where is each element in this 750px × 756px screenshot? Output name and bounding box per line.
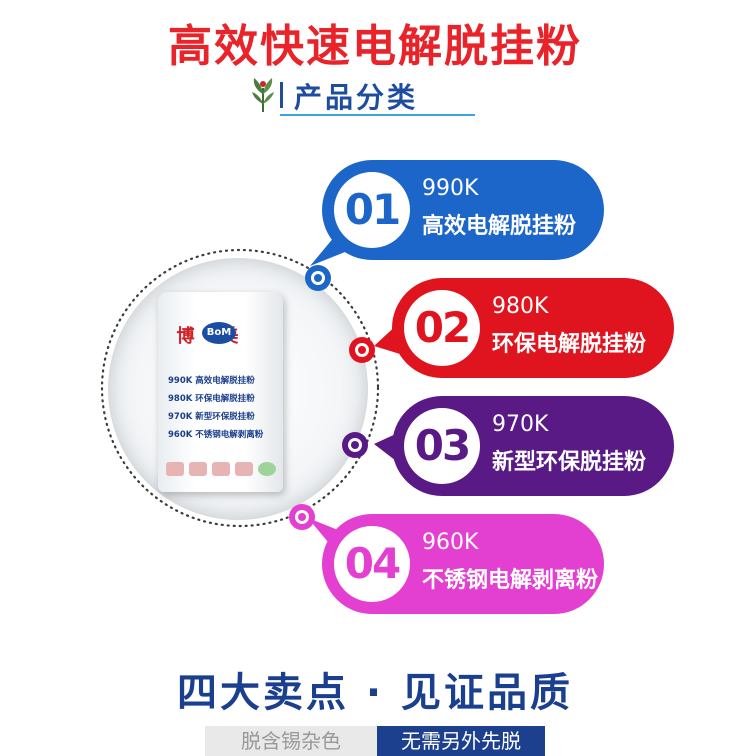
section-header: 产品分类 (248, 74, 508, 118)
product-name: 不锈钢电解剥离粉 (422, 568, 599, 593)
bag-footer-marks (166, 462, 276, 476)
connector-dot-01 (305, 265, 331, 291)
selling-point-chip: 脱含锡杂色 (205, 726, 377, 756)
plant-emblem-icon (252, 78, 274, 112)
product-code: 960K (422, 530, 479, 555)
dotted-ring (100, 248, 380, 528)
product-name: 新型环保脱挂粉 (492, 450, 647, 475)
product-code: 980K (492, 294, 549, 319)
pill-tail (310, 230, 350, 266)
product-code: 970K (492, 412, 549, 437)
pill-tail (374, 322, 400, 354)
bag-line: 980K 环保电解脱挂粉 (168, 394, 255, 404)
product-number: 02 (414, 303, 471, 352)
number-circle (334, 526, 410, 602)
number-circle (334, 172, 410, 248)
section-underline (280, 114, 475, 116)
bag-badge: BoM (202, 322, 236, 344)
product-number: 03 (414, 421, 471, 470)
pill-tail (374, 432, 400, 464)
product-name: 高效电解脱挂粉 (422, 214, 577, 239)
product-card-04[interactable]: 04 960K 不锈钢电解剥离粉 (308, 514, 604, 614)
product-number: 04 (344, 539, 401, 588)
bag-line: 970K 新型环保脱挂粉 (168, 412, 255, 422)
product-code: 990K (422, 176, 479, 201)
product-card-02[interactable]: 02 980K 环保电解脱挂粉 (374, 278, 674, 378)
number-circle (404, 290, 480, 366)
connector-dot-02 (349, 337, 375, 363)
page-title: 高效快速电解脱挂粉 (168, 21, 582, 72)
selling-point-chip: 无需另外先脱 (377, 726, 545, 756)
product-name: 环保电解脱挂粉 (492, 332, 647, 357)
bag-line: 960K 不锈钢电解剥离粉 (168, 430, 264, 440)
product-number: 01 (344, 185, 401, 234)
number-circle (404, 408, 480, 484)
product-card-03[interactable]: 03 970K 新型环保脱挂粉 (374, 396, 674, 496)
section-title: 产品分类 (294, 81, 419, 114)
bag-line: 990K 高效电解脱挂粉 (168, 376, 255, 386)
connector-dot-04 (289, 504, 315, 530)
section-divider (280, 82, 283, 108)
product-card-01[interactable]: 01 990K 高效电解脱挂粉 (310, 160, 604, 266)
selling-points-title: 四大卖点 · 见证品质 (176, 670, 574, 716)
connector-dot-03 (342, 432, 368, 458)
powder-bag-image: 博美 BoM 990K 高效电解脱挂粉 980K 环保电解脱挂粉 970K 新型… (158, 292, 283, 492)
